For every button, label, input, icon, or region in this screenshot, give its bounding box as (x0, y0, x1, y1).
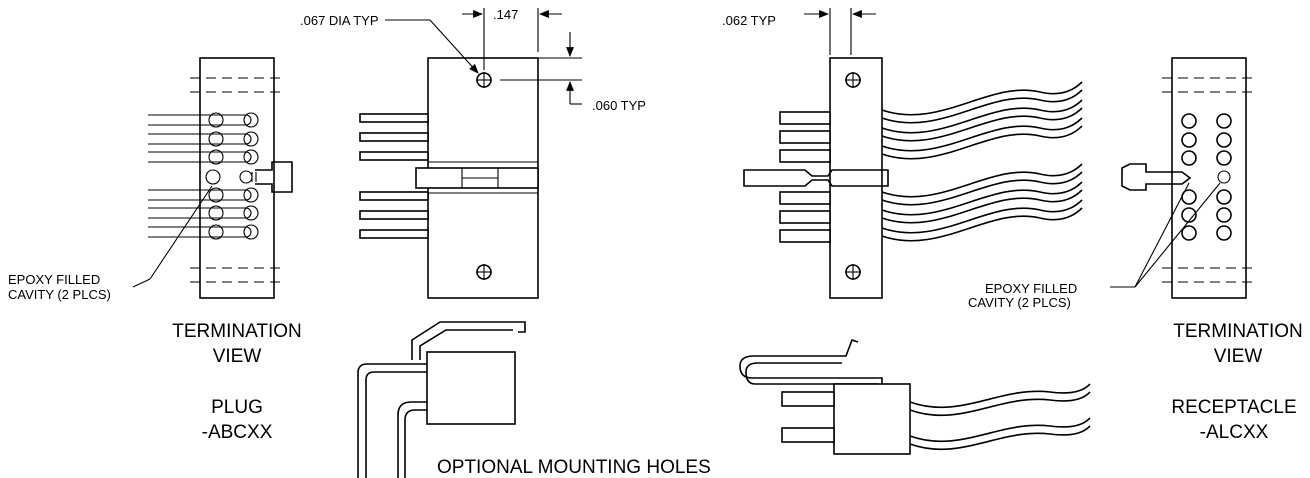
mounting-hole-bottom (476, 264, 492, 280)
contact-hole (1216, 150, 1232, 166)
plug-contact-right (243, 112, 259, 128)
plug-front-pin (359, 151, 429, 161)
receptacle-front-pin (779, 210, 831, 224)
contact-hole (1181, 132, 1197, 148)
rec-mounting-hole-top (845, 72, 861, 88)
plug-contact-left (208, 131, 224, 147)
receptacle-termination-view (1121, 57, 1257, 299)
plug-view-title-2: VIEW (213, 346, 262, 367)
plug-contact-left (208, 224, 224, 240)
dimension-lines-receptacle (804, 8, 876, 55)
plug-side-view (357, 321, 526, 478)
plug-epoxy-line1: EPOXY FILLED (8, 272, 100, 287)
plug-view-title-1: TERMINATION (172, 321, 301, 342)
receptacle-wire (881, 189, 1083, 224)
rec-view-title-2: VIEW (1214, 346, 1263, 367)
receptacle-front-pin (779, 191, 831, 205)
plug-front-pin (359, 210, 429, 220)
mounting-hole-top (476, 72, 492, 88)
plug-name-2: -ABCXX (202, 422, 273, 443)
receptacle-contact-holes (1181, 113, 1232, 241)
plug-pin-rows (148, 112, 259, 240)
plug-front-pin (359, 191, 429, 201)
plug-contact-right (243, 224, 259, 240)
receptacle-wire (881, 199, 1083, 234)
rec-epoxy-line1: EPOXY FILLED (985, 281, 1077, 296)
rec-name-1: RECEPTACLE (1171, 397, 1296, 418)
dimension-lines-plug (385, 8, 582, 105)
contact-hole (1181, 225, 1197, 241)
receptacle-front-pin (779, 130, 831, 144)
contact-hole (1216, 189, 1232, 205)
plug-name-1: PLUG (211, 397, 263, 418)
plug-contact-right (243, 149, 259, 165)
receptacle-wire (881, 107, 1083, 142)
receptacle-wire (881, 89, 1083, 124)
receptacle-tab (1121, 163, 1192, 191)
plug-front-pin (359, 132, 429, 142)
contact-hole (1181, 207, 1197, 223)
receptacle-side-view (739, 338, 1091, 455)
rec-epoxy-line2: CAVITY (2 PLCS) (968, 295, 1071, 310)
plug-front-pin (359, 229, 429, 239)
plug-front-pins (359, 113, 429, 239)
plug-contact-left (208, 205, 224, 221)
contact-hole (1216, 207, 1232, 223)
plug-epoxy-line2: CAVITY (2 PLCS) (8, 287, 111, 302)
receptacle-wire (881, 163, 1083, 198)
plug-front-pin (359, 113, 429, 123)
plug-latch (255, 161, 293, 193)
rec-view-title-1: TERMINATION (1173, 321, 1302, 342)
receptacle-wire (881, 181, 1083, 216)
contact-hole (1216, 113, 1232, 129)
contact-hole (1216, 225, 1232, 241)
receptacle-wires (881, 81, 1083, 242)
plug-contact-left (208, 112, 224, 128)
receptacle-front-pin (779, 111, 831, 125)
epoxy-leaders (132, 182, 1221, 288)
pin-width-label: .062 TYP (722, 13, 776, 28)
plug-contact-left (208, 149, 224, 165)
receptacle-front-pins (779, 111, 831, 243)
hole-dia-label: .067 DIA TYP (300, 13, 379, 28)
contact-hole (1181, 150, 1197, 166)
receptacle-wire (881, 207, 1083, 242)
plug-contact-right (243, 205, 259, 221)
receptacle-wire (881, 171, 1083, 206)
receptacle-front-view (743, 57, 1083, 299)
hole-spacing-label: .147 (493, 7, 518, 22)
rec-epoxy-cavity (1217, 170, 1231, 184)
epoxy-cavity-left (205, 169, 221, 185)
receptacle-wire (881, 81, 1083, 116)
plug-contact-left (208, 187, 224, 203)
footer-note: OPTIONAL MOUNTING HOLES (437, 457, 711, 478)
rec-mounting-hole-bottom (845, 264, 861, 280)
plug-front-view (359, 57, 539, 299)
receptacle-front-pin (779, 229, 831, 243)
contact-hole (1216, 132, 1232, 148)
receptacle-front-pin (779, 149, 831, 163)
contact-hole (1181, 113, 1197, 129)
receptacle-wire (881, 125, 1083, 160)
plug-termination-view (148, 57, 293, 299)
receptacle-wire (881, 117, 1083, 152)
rec-name-2: -ALCXX (1200, 422, 1269, 443)
receptacle-wire (881, 99, 1083, 134)
receptacle-latch (743, 169, 889, 187)
edge-offset-label: .060 TYP (592, 98, 646, 113)
plug-contact-right (243, 187, 259, 203)
plug-contact-right (243, 131, 259, 147)
